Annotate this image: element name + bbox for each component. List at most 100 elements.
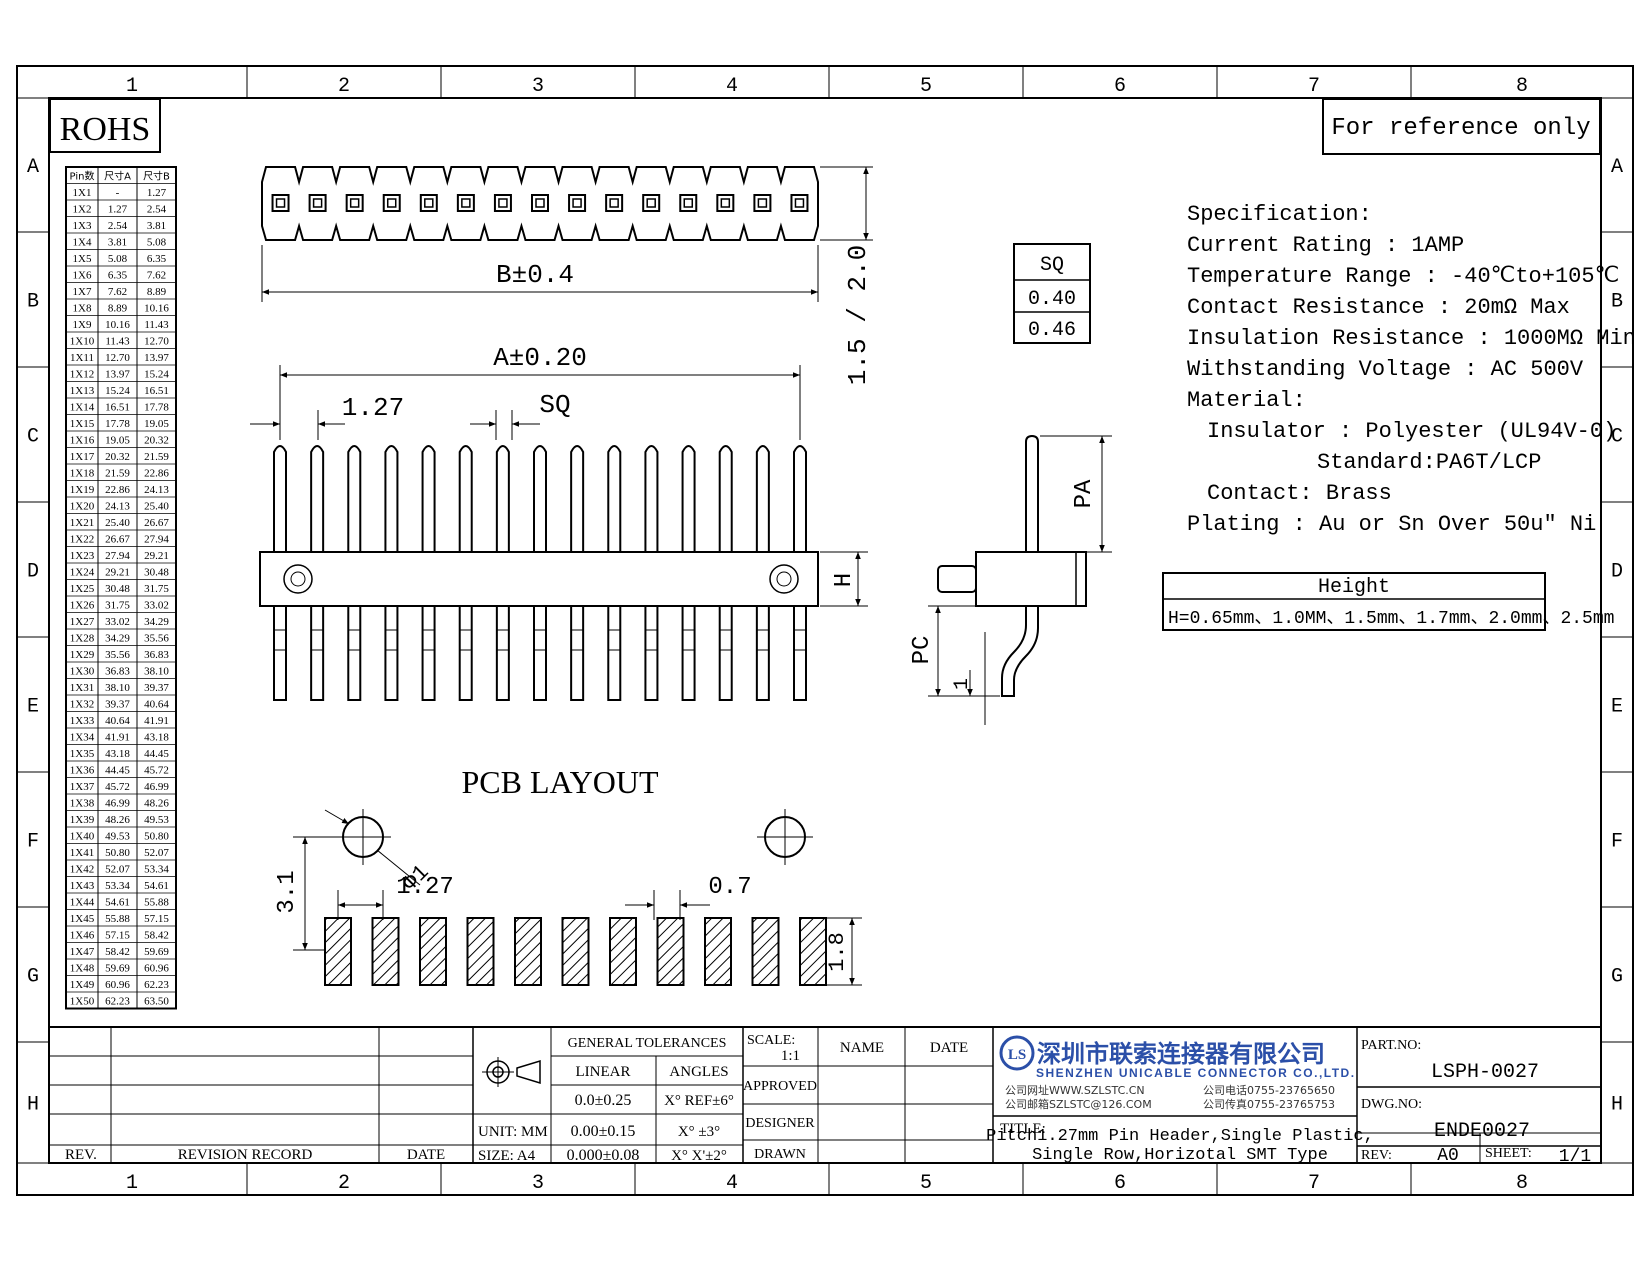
company-phone: 公司电话0755-23765650: [1203, 1084, 1335, 1097]
size-table-cell: 40.64: [105, 715, 130, 727]
size-table-cell: 1.27: [108, 204, 128, 216]
pcb-layout: [293, 809, 862, 986]
pin-lower: [310, 606, 325, 701]
row-marker: H: [1611, 1094, 1623, 1117]
size-table-cell: 1X35: [70, 748, 95, 760]
part-no-label: PART.NO:: [1361, 1038, 1421, 1053]
size-table-cell: 57.15: [105, 930, 130, 942]
pin-lower: [421, 606, 436, 701]
size-table-cell: 1X31: [70, 682, 94, 694]
pin-upper: [384, 445, 399, 552]
pin-lower: [384, 606, 399, 701]
size-table-cell: 26.67: [144, 517, 169, 529]
rev-no-value: A0: [1437, 1146, 1459, 1166]
size-table-cell: 1X36: [70, 765, 95, 777]
company-name-cn: 深圳市联索连接器有限公司: [1037, 1040, 1325, 1068]
size-table-cell: 10.16: [144, 303, 169, 315]
size-table-cell: 48.26: [105, 814, 130, 826]
sq-table: [1013, 243, 1091, 344]
pcb-pad: [656, 917, 685, 986]
pcb-pad: [751, 917, 780, 986]
dim-pc: PC: [909, 636, 936, 665]
company-logo: LS: [999, 1035, 1035, 1071]
size-table-cell: 1X15: [70, 418, 95, 430]
sq-table-header: SQ: [1040, 254, 1064, 277]
row-marker: F: [27, 831, 39, 854]
linear-tolerance: 0.00±0.15: [571, 1123, 636, 1140]
size-table-cell: 55.88: [105, 913, 130, 925]
size-table-cell: 19.05: [105, 435, 130, 447]
pin-square: [716, 194, 735, 212]
pin-square: [646, 198, 656, 208]
pin-square: [753, 194, 772, 212]
dim-pitch: 1.27: [342, 393, 404, 423]
size-table-cell: 1X20: [70, 501, 95, 513]
size-table-cell: 30.48: [105, 583, 130, 595]
size-table-cell: 25.40: [144, 501, 169, 513]
rohs-label: ROHS: [60, 111, 151, 148]
linear-tolerance: 0.0±0.25: [575, 1092, 632, 1109]
rev-label: REV.: [65, 1147, 97, 1163]
row-marker: H: [27, 1094, 39, 1117]
size-table-cell: 1X23: [70, 550, 95, 562]
company-email: 公司邮箱SZLSTC@126.COM: [1005, 1097, 1152, 1111]
drawing-frame: [16, 65, 1634, 1196]
scale-value: 1:1: [781, 1048, 800, 1064]
size-table-cell: 20.32: [105, 451, 130, 463]
linear-tolerance: 0.000±0.08: [567, 1147, 640, 1164]
column-marker: 5: [920, 75, 932, 98]
size-table-cell: 6.35: [108, 270, 128, 282]
pin-upper: [347, 445, 362, 552]
size-table-cell: 43.18: [105, 748, 130, 760]
pin-lower: [793, 606, 807, 701]
size-table-cell: 17.78: [105, 418, 130, 430]
size-table-cell: 2.54: [108, 220, 128, 232]
pin-square: [275, 198, 286, 208]
size-table-cell: 1X12: [70, 369, 94, 381]
pcb-pad-width-dim: 0.7: [708, 874, 751, 901]
pin-square: [683, 198, 694, 208]
size-table-cell: 53.34: [105, 880, 130, 892]
dim-b: B±0.4: [496, 260, 574, 290]
size-table-cell: 10.16: [105, 319, 130, 331]
pcb-row-offset-dim: 3.1: [274, 870, 301, 913]
size-table-cell: 1X41: [70, 847, 94, 859]
size-table-cell: 1.27: [147, 187, 167, 199]
size-table-cell: 35.56: [105, 649, 130, 661]
size-table-cell: 25.40: [105, 517, 130, 529]
pin-upper: [644, 445, 659, 552]
size-table-cell: 22.86: [105, 484, 130, 496]
pcb-pad: [324, 917, 352, 986]
row-marker: B: [27, 291, 39, 314]
title-block: [49, 1026, 1601, 1163]
size-table-cell: 27.94: [105, 550, 130, 562]
size-table-cell: 20.32: [144, 435, 169, 447]
pin-upper: [458, 445, 473, 552]
size-table-cell: 1X10: [70, 336, 95, 348]
pin-square: [535, 198, 545, 208]
dwg-no-value: ENDE0027: [1434, 1120, 1530, 1143]
size-table-header: Pin数: [70, 170, 95, 183]
size-table-cell: 1X4: [73, 237, 92, 249]
pcb-pad: [609, 917, 637, 986]
pin-square: [271, 194, 290, 212]
pin-upper: [310, 445, 325, 552]
size-table-cell: 8.89: [108, 303, 128, 315]
size-table-cell: 1X14: [70, 402, 95, 414]
name-header: NAME: [840, 1040, 884, 1056]
pin-upper: [533, 445, 547, 552]
size-table-cell: 44.45: [105, 765, 130, 777]
pin-square: [568, 194, 587, 212]
general-tolerances-label: GENERAL TOLERANCES: [568, 1036, 727, 1051]
reference-label: For reference only: [1331, 115, 1590, 142]
size-table-cell: 58.42: [105, 946, 130, 958]
pin-upper: [607, 445, 622, 552]
size-table-cell: 62.23: [105, 996, 130, 1008]
size-table-cell: 29.21: [144, 550, 169, 562]
row-marker: A: [27, 156, 39, 179]
pin-square: [312, 198, 323, 208]
size-table-cell: 2.54: [147, 204, 167, 216]
size-table-cell: 24.13: [144, 484, 169, 496]
rev-no-label: REV:: [1361, 1148, 1392, 1163]
